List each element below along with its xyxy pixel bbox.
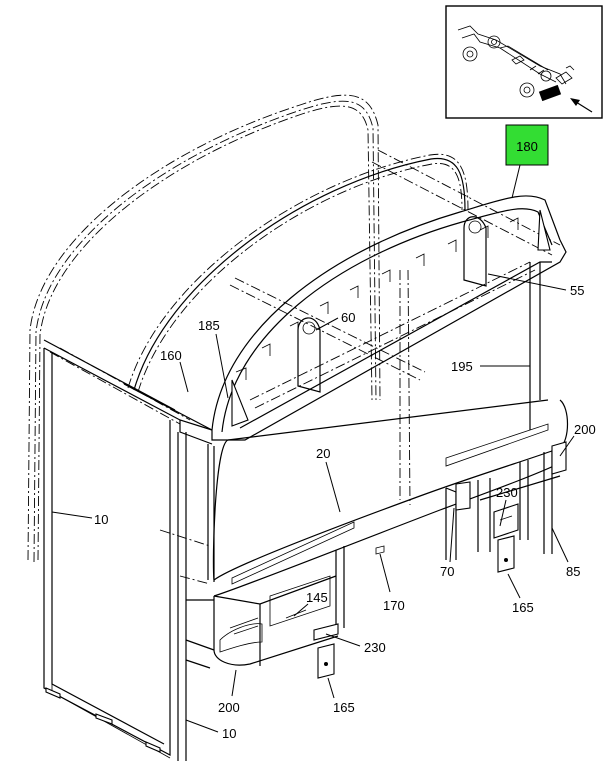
label-200-lower: 200 xyxy=(218,700,240,715)
label-170: 170 xyxy=(383,598,405,613)
chassis-thumbnail xyxy=(457,25,575,102)
body-frame xyxy=(27,94,569,761)
label-10-upper: 10 xyxy=(94,512,108,527)
label-200-upper: 200 xyxy=(574,422,596,437)
callout-180-highlight: 180 xyxy=(505,124,549,166)
label-180: 180 xyxy=(516,139,538,154)
leader-lines xyxy=(51,164,575,733)
label-145: 145 xyxy=(306,590,328,605)
label-160: 160 xyxy=(160,348,182,363)
arrow-left-up-icon xyxy=(570,98,593,113)
label-60: 60 xyxy=(341,310,355,325)
label-185: 185 xyxy=(198,318,220,333)
label-230-left: 230 xyxy=(364,640,386,655)
locator-inset xyxy=(445,5,603,119)
label-230-right: 230 xyxy=(496,485,518,500)
label-85: 85 xyxy=(566,564,580,579)
label-70: 70 xyxy=(440,564,454,579)
label-55: 55 xyxy=(570,283,584,298)
label-10-lower: 10 xyxy=(222,726,236,741)
callout-labels: 55 60 185 160 195 200 20 10 230 70 85 16… xyxy=(94,283,596,741)
label-195: 195 xyxy=(451,359,473,374)
label-165-right: 165 xyxy=(512,600,534,615)
label-165-left: 165 xyxy=(333,700,355,715)
label-20: 20 xyxy=(316,446,330,461)
